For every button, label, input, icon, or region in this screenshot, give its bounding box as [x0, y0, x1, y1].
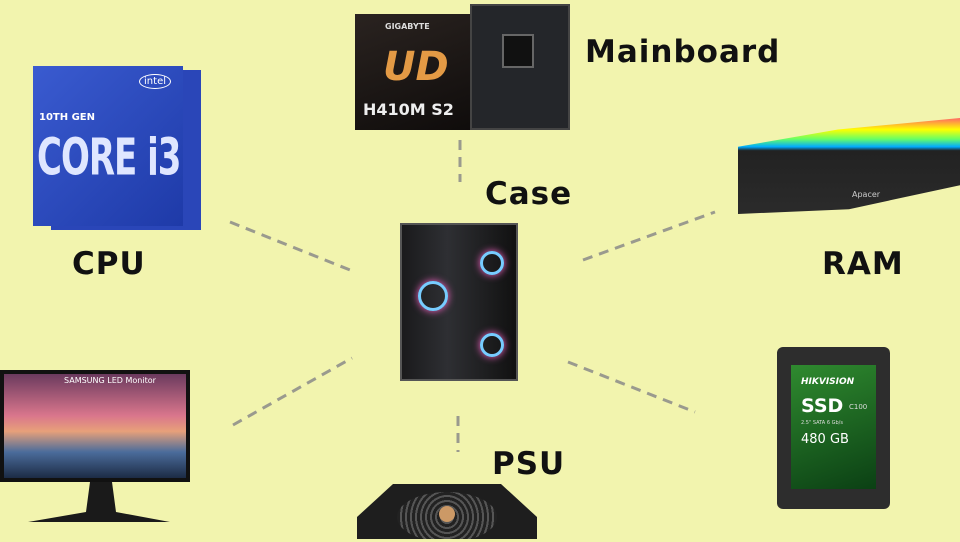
case-image [400, 223, 518, 381]
monitor-image: SAMSUNG LED Monitor [0, 370, 190, 482]
ssd-brand: HIKVISION [801, 377, 855, 387]
fan-icon [480, 251, 504, 275]
psu-image [357, 484, 537, 539]
mainboard-logo: UD [383, 44, 449, 90]
monitor-stand [28, 482, 170, 522]
connector-monitor [232, 356, 353, 427]
mainboard-brand: GIGABYTE [385, 22, 430, 31]
ram-brand: Apacer [852, 190, 881, 199]
ssd-series: C100 [849, 403, 868, 411]
monitor-brand: SAMSUNG LED Monitor [64, 376, 156, 385]
cpu-socket [502, 34, 534, 68]
cpu-model: CORE i3 [37, 128, 181, 188]
ssd-spec: 2.5" SATA 6 Gb/s [801, 420, 843, 426]
label-case: Case [485, 176, 573, 212]
cpu-brand: intel [139, 74, 171, 89]
mainboard-pcb-image [470, 4, 570, 130]
connector-ram [582, 210, 716, 262]
label-ram: RAM [822, 246, 904, 282]
connector-ssd [567, 360, 696, 414]
label-psu: PSU [492, 446, 566, 482]
label-mainboard: Mainboard [585, 34, 781, 70]
connector-cpu [229, 220, 356, 274]
cpu-image: intel 10TH GEN CORE i3 [33, 66, 183, 226]
mainboard-model: H410M S2 [363, 100, 454, 119]
ssd-type: SSD [801, 395, 844, 417]
ssd-capacity: 480 GB [801, 432, 849, 447]
label-cpu: CPU [72, 246, 146, 282]
ssd-image: HIKVISION SSD C100 2.5" SATA 6 Gb/s 480 … [777, 347, 890, 509]
mainboard-box-image: GIGABYTE UD H410M S2 [355, 14, 475, 130]
fan-icon [418, 281, 448, 311]
psu-fan-hub [439, 506, 455, 522]
cpu-gen: 10TH GEN [39, 112, 95, 123]
fan-icon [480, 333, 504, 357]
